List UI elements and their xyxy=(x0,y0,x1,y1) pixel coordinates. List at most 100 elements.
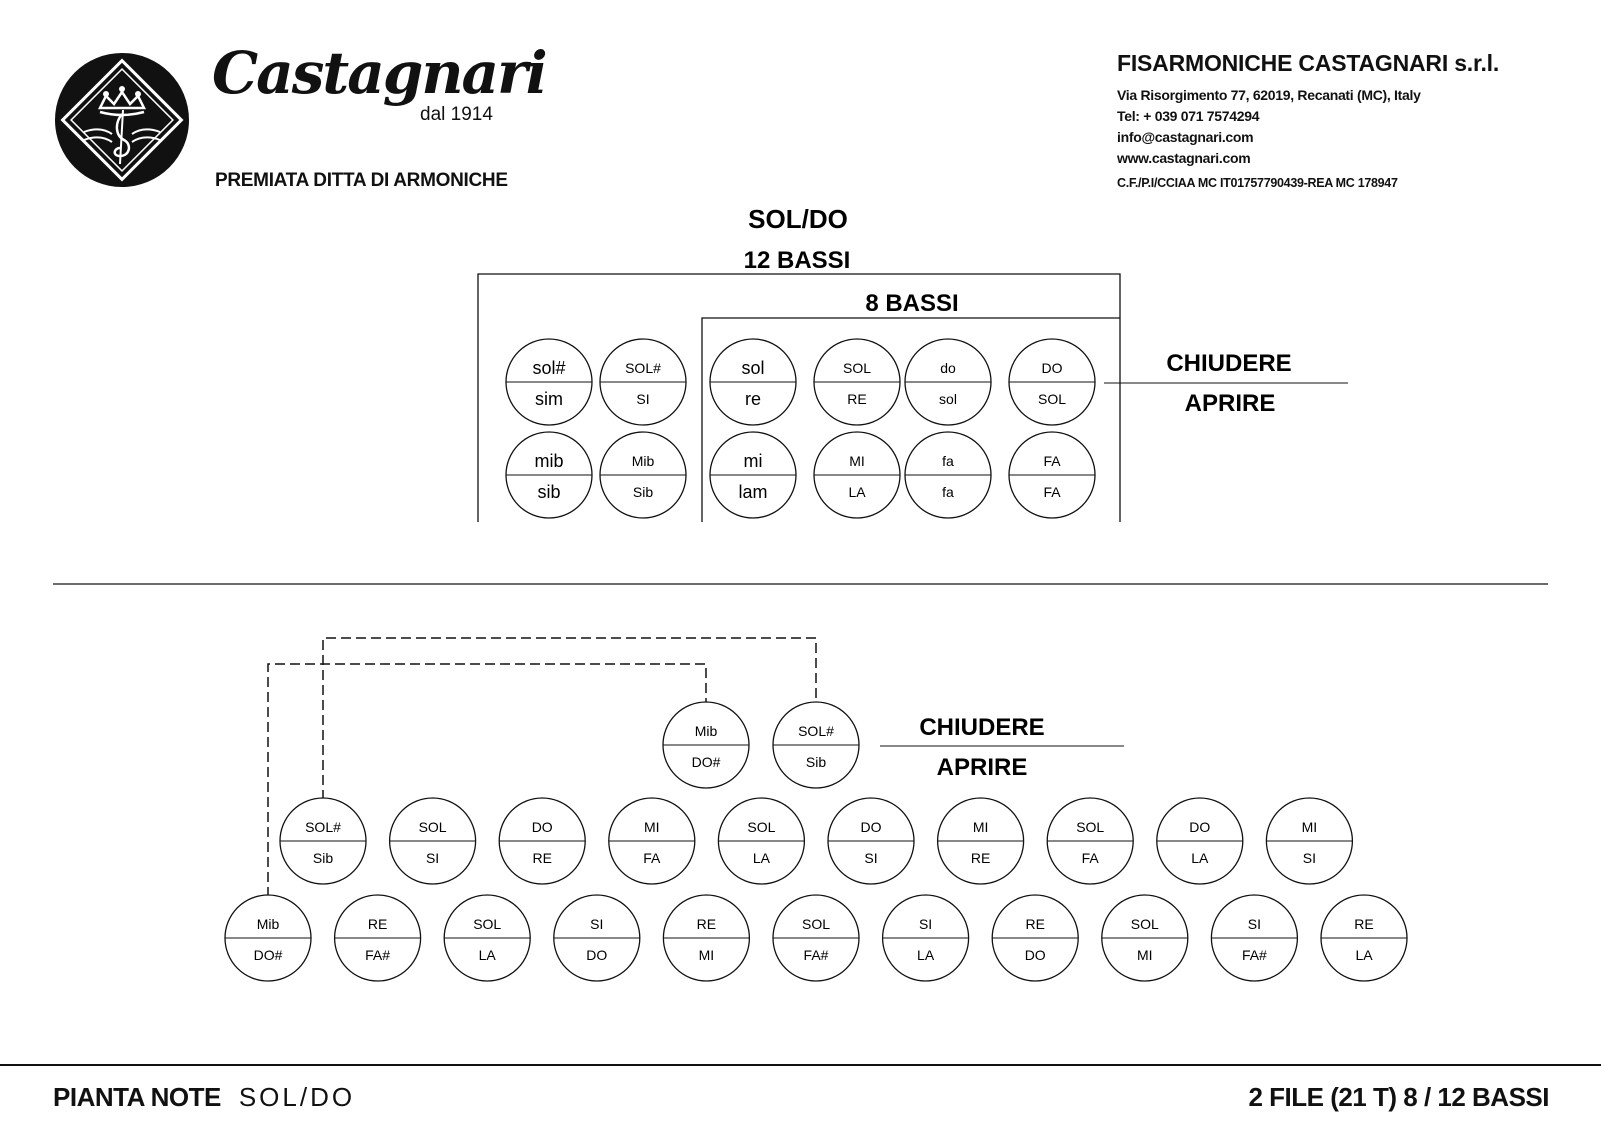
brand-tagline: PREMIATA DITTA DI ARMONICHE xyxy=(215,170,508,191)
treble-inner-button[interactable]: SOL SI xyxy=(388,797,477,885)
note-open: FA# xyxy=(1242,947,1267,963)
note-close: SOL xyxy=(473,916,501,932)
note-open: LA xyxy=(1355,947,1373,963)
treble-outer-button[interactable]: RE DO xyxy=(991,894,1079,982)
bass-8-label: 8 BASSI xyxy=(865,290,958,317)
company-name: FISARMONICHE CASTAGNARI s.r.l. xyxy=(1117,50,1500,76)
note-close: RE xyxy=(697,916,716,932)
note-close: MI xyxy=(973,819,989,835)
treble-inner-button[interactable]: DO SI xyxy=(827,797,915,885)
note-close: Mib xyxy=(257,916,280,932)
treble-inner-button[interactable]: SOL# Sib xyxy=(279,797,367,885)
treble-legend-close: CHIUDERE xyxy=(919,714,1044,741)
note-open: LA xyxy=(848,484,866,500)
treble-outer-button[interactable]: SOL FA# xyxy=(772,894,860,982)
note-open: Sib xyxy=(313,850,333,866)
treble-accidental-button[interactable]: SOL#Sib xyxy=(772,701,860,789)
castagnari-logo-icon xyxy=(55,53,189,187)
note-open: LA xyxy=(753,850,771,866)
note-close: SOL xyxy=(843,360,871,376)
note-close: DO xyxy=(861,819,882,835)
note-open: FA xyxy=(1082,850,1100,866)
note-close: SI xyxy=(590,916,603,932)
company-phone: Tel: + 039 071 7574294 xyxy=(1117,108,1260,124)
bass-title: SOL/DO xyxy=(748,204,848,234)
note-close: mi xyxy=(744,451,763,471)
connector-solsharp xyxy=(322,637,817,800)
bass-legend-open: APRIRE xyxy=(1185,390,1276,417)
note-close: FA xyxy=(1043,453,1061,469)
bass-button[interactable]: SOL# SI xyxy=(599,338,687,426)
note-open: FA xyxy=(1043,484,1061,500)
bass-button[interactable]: sol re xyxy=(709,338,797,426)
note-close: SI xyxy=(919,916,932,932)
company-info: FISARMONICHE CASTAGNARI s.r.l. Via Risor… xyxy=(1117,50,1499,194)
note-open: DO xyxy=(1025,947,1046,963)
connector-mib xyxy=(267,663,707,897)
note-close: RE xyxy=(1025,916,1044,932)
note-open: re xyxy=(745,389,761,409)
bass-button[interactable]: SOL RE xyxy=(813,338,901,426)
treble-inner-button[interactable]: DO LA xyxy=(1156,797,1244,885)
treble-inner-button[interactable]: SOL FA xyxy=(1046,797,1134,885)
treble-outer-button[interactable]: SI LA xyxy=(881,894,970,982)
note-open: LA xyxy=(1191,850,1209,866)
note-close: fa xyxy=(942,453,954,469)
note-close: SOL# xyxy=(305,819,341,835)
footer-spec: 2 FILE (21 T) 8 / 12 BASSI xyxy=(1248,1082,1549,1112)
note-close: DO xyxy=(1189,819,1210,835)
treble-outer-button[interactable]: SOL MI xyxy=(1101,894,1189,982)
note-open: LA xyxy=(917,947,935,963)
treble-outer-button[interactable]: RE MI xyxy=(662,894,751,982)
note-close: MI xyxy=(849,453,865,469)
note-open: SI xyxy=(636,391,649,407)
note-close: SOL xyxy=(802,916,830,932)
bracket-8-bassi xyxy=(701,317,1120,522)
note-close: SOL xyxy=(1131,916,1159,932)
note-open: SI xyxy=(864,850,877,866)
note-open: MI xyxy=(1137,947,1153,963)
company-registry: C.F./P.I/CCIAA MC IT01757790439-REA MC 1… xyxy=(1117,176,1398,190)
note-open: RE xyxy=(847,391,866,407)
note-close: SOL xyxy=(1076,819,1104,835)
note-close: SOL# xyxy=(625,360,661,376)
brand-since: dal 1914 xyxy=(420,104,493,125)
note-close: SOL xyxy=(419,819,447,835)
note-open: SI xyxy=(426,850,439,866)
note-close: mib xyxy=(534,451,563,471)
bracket-12-bassi xyxy=(477,273,1121,522)
note-open: Sib xyxy=(633,484,653,500)
note-close: do xyxy=(940,360,956,376)
treble-inner-button[interactable]: MI RE xyxy=(936,797,1025,885)
note-open: MI xyxy=(699,947,715,963)
bass-button[interactable]: MI LA xyxy=(813,431,901,519)
note-close: MI xyxy=(644,819,660,835)
note-open: FA# xyxy=(804,947,829,963)
note-open: RE xyxy=(971,850,990,866)
note-close: RE xyxy=(368,916,387,932)
note-close: sol xyxy=(741,358,764,378)
note-open: sib xyxy=(537,482,560,502)
note-open: Sib xyxy=(806,754,826,770)
bass-button[interactable]: FA FA xyxy=(1008,431,1096,519)
bass-button[interactable]: mib sib xyxy=(505,431,593,519)
bass-button[interactable]: sol#sim xyxy=(505,338,593,426)
